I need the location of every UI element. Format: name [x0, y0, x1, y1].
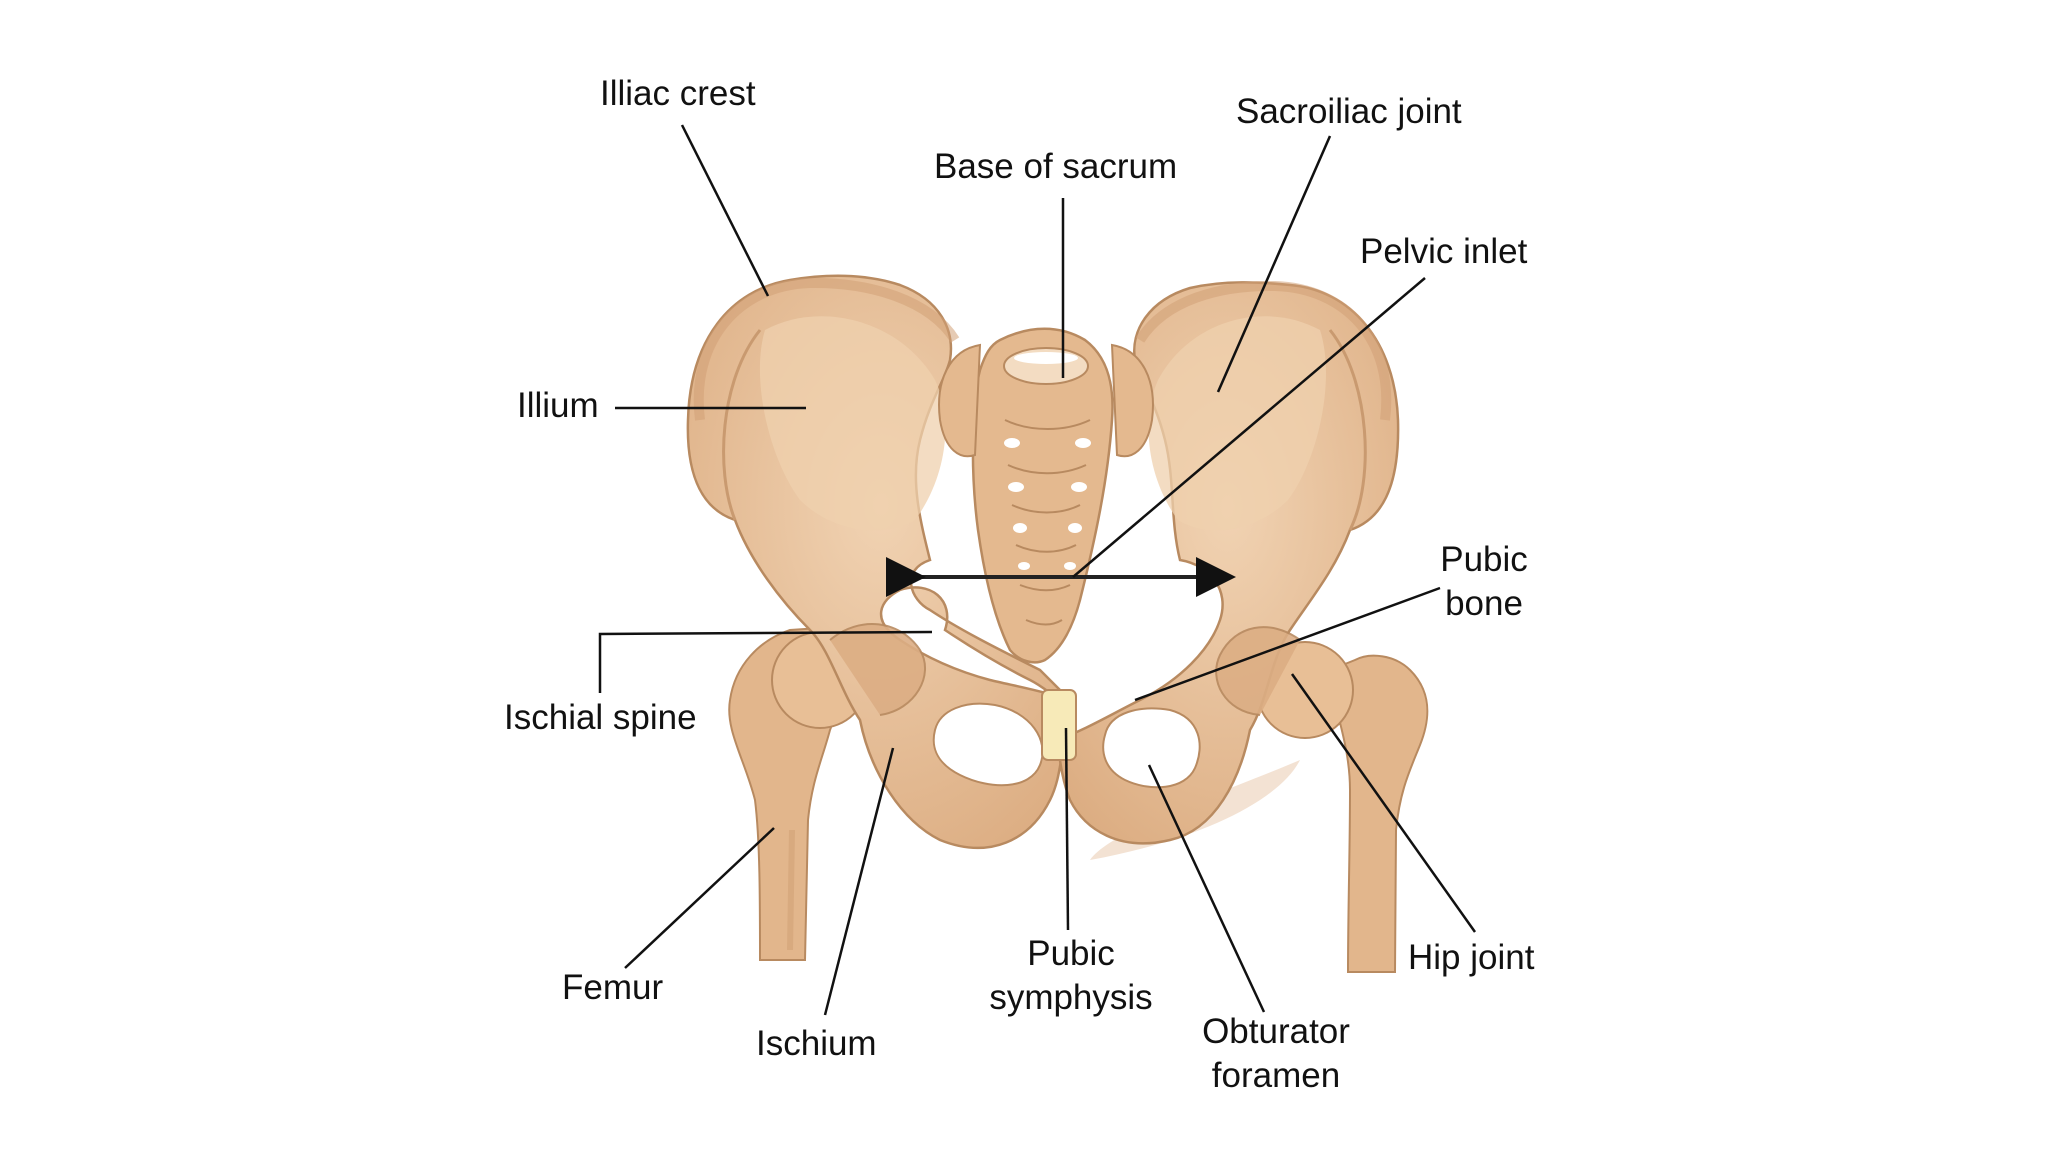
left-iliac-fossa: [759, 316, 946, 531]
label-pubic-bone: Pubic bone: [1440, 538, 1528, 626]
pubic-symphysis-cartilage: [1041, 689, 1077, 761]
leader-lines: [598, 124, 1477, 1016]
label-pubic-symphysis-line2: symphysis: [989, 978, 1153, 1017]
label-femur: Femur: [562, 968, 664, 1007]
label-sacroiliac-joint: Sacroiliac joint: [1236, 92, 1462, 131]
label-pubic-bone-line2: bone: [1445, 584, 1523, 623]
label-obturator-foramen-line2: foramen: [1211, 1056, 1341, 1095]
label-ischial-spine: Ischial spine: [504, 698, 697, 737]
label-pubic-symphysis-line1: Pubic: [1027, 934, 1115, 973]
leader-obturator-foramen: [1147, 764, 1266, 1013]
label-hip-joint: Hip joint: [1408, 938, 1535, 977]
right-femur: [1256, 641, 1429, 973]
label-iliac-crest: Illiac crest: [600, 74, 756, 113]
label-base-of-sacrum: Base of sacrum: [934, 147, 1178, 186]
leader-ischial-spine: [598, 630, 933, 693]
right-iliac-fossa: [1148, 316, 1326, 531]
leader-pelvic-inlet: [1072, 277, 1426, 578]
label-obturator-foramen-line1: Obturator: [1202, 1012, 1350, 1051]
label-pubic-symphysis: Pubic symphysis: [989, 932, 1152, 1020]
leader-ischium: [823, 747, 895, 1016]
sacrum: [938, 327, 1154, 664]
leader-hip-joint: [1290, 673, 1477, 933]
leader-sacroiliac-joint: [1216, 135, 1332, 393]
leader-iliac-crest: [680, 124, 770, 297]
label-ischium: Ischium: [756, 1024, 877, 1063]
leader-pubic-symphysis: [1064, 727, 1070, 931]
label-pubic-bone-line1: Pubic: [1440, 540, 1528, 579]
label-pelvic-inlet: Pelvic inlet: [1360, 232, 1528, 271]
label-ilium: Illium: [517, 386, 599, 425]
leader-femur: [624, 827, 775, 969]
label-obturator-foramen: Obturator foramen: [1202, 1010, 1350, 1098]
leader-pubic-bone: [1134, 586, 1441, 702]
